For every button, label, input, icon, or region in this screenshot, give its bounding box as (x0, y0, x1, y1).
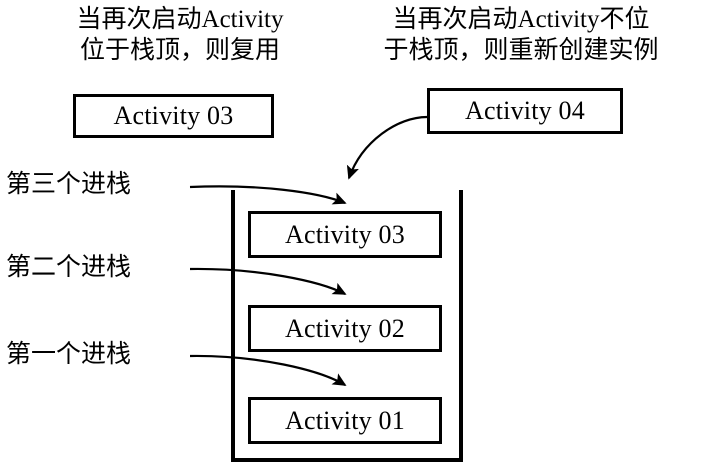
activity-stack-container (231, 190, 463, 462)
arrow-activity-04-to-stack (346, 115, 428, 180)
stack-item-activity-03: Activity 03 (248, 211, 442, 258)
stack-wall-right (459, 190, 463, 462)
caption-recreate-line-2: 于栈顶，则重新创建实例 (383, 37, 659, 64)
stack-item-activity-02: Activity 02 (248, 305, 442, 352)
caption-reuse-activity: 当再次启动Activity 位于栈顶，则复用 (30, 4, 330, 66)
stack-item-activity-01: Activity 01 (248, 397, 442, 444)
stack-wall-bottom (231, 458, 463, 462)
label-second-push: 第二个进栈 (6, 254, 132, 281)
caption-reuse-line-2: 位于栈顶，则复用 (79, 37, 280, 64)
caption-reuse-line-1: 当再次启动Activity (76, 6, 284, 33)
caption-recreate-activity: 当再次启动Activity不位 于栈顶，则重新创建实例 (336, 4, 706, 66)
stack-wall-left (231, 190, 235, 462)
box-activity-04-new: Activity 04 (427, 88, 623, 134)
box-activity-03-reuse: Activity 03 (73, 94, 274, 138)
label-third-push: 第三个进栈 (6, 171, 132, 198)
caption-recreate-line-1: 当再次启动Activity不位 (392, 6, 650, 33)
label-first-push: 第一个进栈 (6, 341, 132, 368)
